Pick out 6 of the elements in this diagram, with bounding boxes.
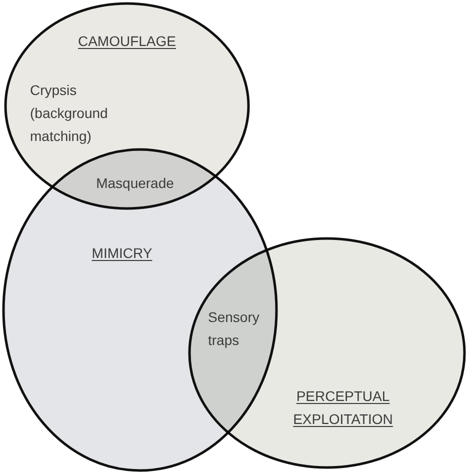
set-heading: CAMOUFLAGE [76,32,177,51]
set-heading: PERCEPTUAL EXPLOITATION [292,387,394,429]
overlap-label: Sensory traps [208,308,260,350]
set-heading: MIMICRY [90,244,154,263]
overlap-label: Masquerade [95,174,175,193]
set-item-text: Crypsis (background matching) [30,81,109,146]
